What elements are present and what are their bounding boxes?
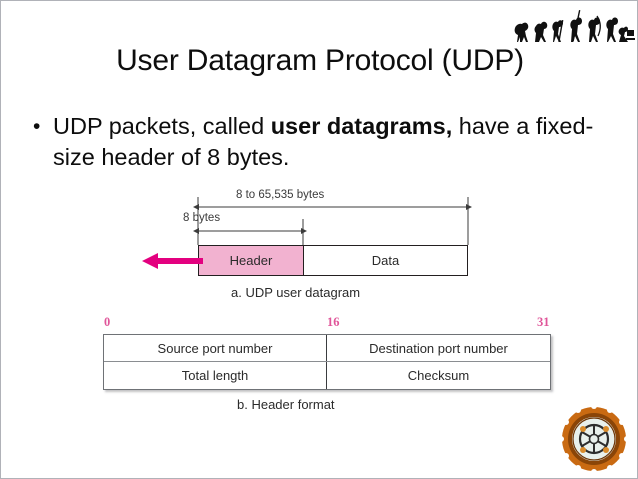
figure-udp-header-format: 0 16 31 Source port number Destination p… [101,315,553,425]
datagram-header-cell: Header [199,246,304,275]
table-row: Total length Checksum [104,362,550,389]
bit-mark-31: 31 [537,315,550,329]
evolution-of-man-icon [507,2,635,46]
bit-mark-0: 0 [104,315,111,329]
list-item: • UDP packets, called user datagrams, ha… [27,111,607,173]
bullet-text-after: have a fixed-size header of 8 bytes. [53,113,594,170]
bullet-list: • UDP packets, called user datagrams, ha… [27,111,607,173]
udp-header-table: Source port number Destination port numb… [103,334,551,390]
dimension-lines [193,197,472,245]
bullet-text: UDP packets, called user datagrams, have… [53,111,607,173]
bit-mark-16: 16 [327,315,340,329]
datagram-box: Header Data [198,245,468,276]
checksum-cell: Checksum [407,368,470,383]
source-port-cell: Source port number [104,335,327,361]
header-length-dimension-label: 8 bytes [183,212,221,224]
figure-b-caption: b. Header format [237,397,335,412]
bullet-text-bold: user datagrams, [270,113,453,139]
datagram-data-cell: Data [304,246,467,275]
table-row: Source port number Destination port numb… [104,335,550,362]
figure-udp-user-datagram: 8 to 65,535 bytes 8 bytes Header Data a.… [142,189,483,304]
bullet-text-before: UDP packets, called [53,113,271,139]
bullet-marker-icon: • [33,115,41,138]
page-title: User Datagram Protocol (UDP) [116,44,524,77]
college-seal-logo-icon [558,403,630,475]
pink-left-arrow-icon [142,253,203,269]
total-length-dimension-label: 8 to 65,535 bytes [236,189,325,201]
destination-port-cell: Destination port number [369,340,508,356]
figure-a-caption: a. UDP user datagram [231,285,361,300]
total-length-cell: Total length [104,362,327,389]
